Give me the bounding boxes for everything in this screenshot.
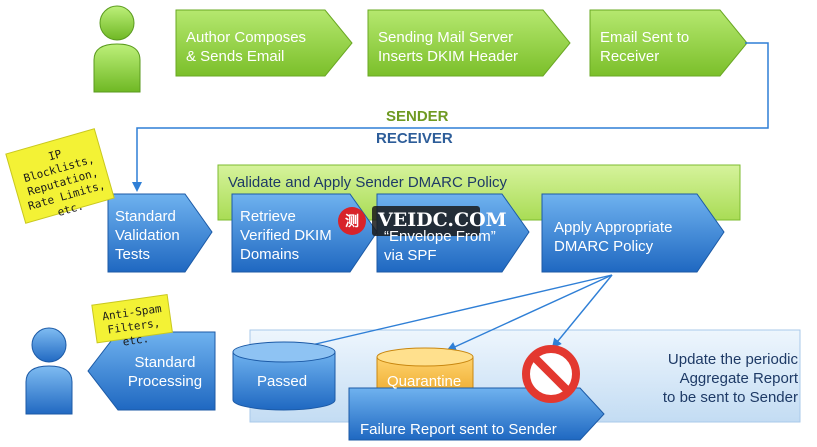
passed-label: Passed [257,373,308,390]
passed-database-icon [232,341,336,411]
sticky-note [5,128,115,224]
sender-step-arrow [175,9,353,77]
sender-divider-label: SENDER [386,108,449,125]
quarantine-label: Quarantine [387,373,462,390]
validation-tests-label: Standard Validation Tests [115,208,180,263]
policy-arrow [288,274,613,354]
failure-report-label: Failure Report sent to Sender [360,421,557,438]
aggregate-report-label: Update the periodic Aggregate Report to … [662,351,798,406]
sender-receiver-connector [132,42,769,192]
watermark-badge: 测 [345,213,359,229]
watermark-logo [338,206,480,236]
sender-person-icon [93,5,141,93]
dmarc-step-label: Apply Appropriate DMARC Policy [554,219,673,255]
policy-arrow [551,274,613,349]
sticky-note [91,294,173,344]
sender-step-label: Sending Mail Server Inserts DKIM Header [378,29,519,65]
dmarc-step-arrow [541,193,725,273]
receiver-person-icon [25,327,73,415]
watermark-text: VEIDC.COM [378,209,507,231]
sender-step-label: Email Sent to Receiver [600,29,690,65]
sender-step-arrow [589,9,748,77]
standard-processing-arrow [87,331,216,411]
sender-step-arrow [367,9,571,77]
dmarc-step-label: Retrieve Verified DKIM Domains [240,208,332,263]
dmarc-group-title: Validate and Apply Sender DMARC Policy [228,174,508,191]
dmarc-step-label: “Envelope From” via SPF [384,228,496,264]
policy-arrow [446,274,613,352]
reject-forbidden-icon [522,345,580,403]
standard-processing-label: Standard Processing [127,354,203,390]
sender-step-label: Author Composes & Sends Email [186,29,307,65]
receiver-divider-label: RECEIVER [376,130,453,147]
validation-tests-arrow [107,193,213,273]
